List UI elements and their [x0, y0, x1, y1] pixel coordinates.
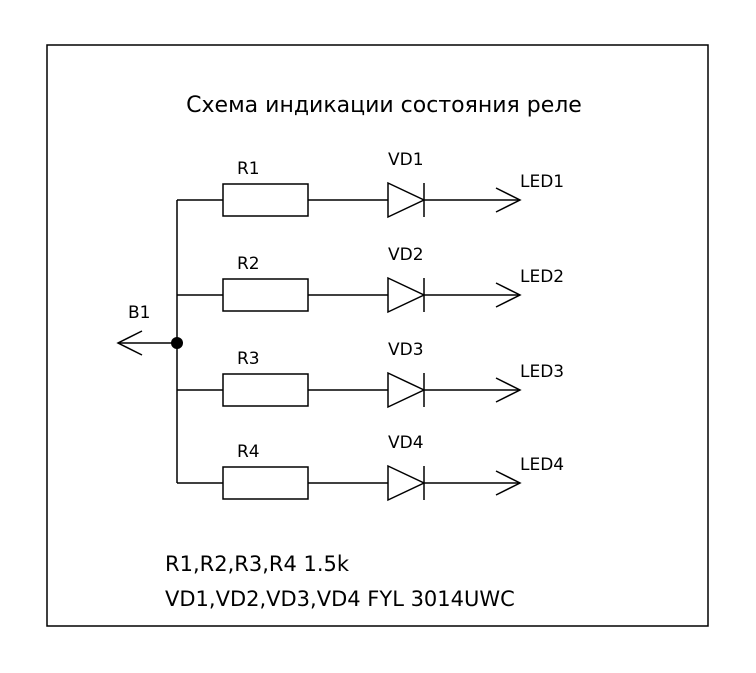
- resistor-symbol: [222, 278, 309, 312]
- resistor-label: R2: [237, 254, 260, 274]
- resistor-symbol: [222, 373, 309, 407]
- resistor-value-note: R1,R2,R3,R4 1.5k: [165, 552, 350, 576]
- diode-type-note: VD1,VD2,VD3,VD4 FYL 3014UWC: [165, 587, 515, 611]
- output-label: LED3: [520, 362, 564, 382]
- input-arrow-icon: [116, 330, 143, 356]
- diode-label: VD4: [388, 433, 424, 453]
- resistor-label: R4: [237, 442, 260, 462]
- input-label: B1: [128, 303, 150, 323]
- input-port-b1: B1: [116, 303, 177, 356]
- diode-label: VD1: [388, 150, 424, 170]
- resistor-symbol: [222, 183, 309, 217]
- diode-symbol: [387, 276, 426, 314]
- diode-symbol: [387, 371, 426, 409]
- output-label: LED4: [520, 455, 564, 475]
- output-arrow-icon: [495, 282, 522, 308]
- output-arrow-icon: [495, 187, 522, 213]
- resistor-symbol: [222, 466, 309, 500]
- diagram-title: Схема индикации состояния реле: [186, 93, 582, 118]
- output-arrow-icon: [495, 470, 522, 496]
- output-label: LED1: [520, 172, 564, 192]
- output-arrow-icon: [495, 377, 522, 403]
- diode-symbol: [387, 181, 426, 219]
- junction-dot: [171, 337, 183, 349]
- diode-label: VD2: [388, 245, 424, 265]
- resistor-label: R1: [237, 159, 260, 179]
- resistor-label: R3: [237, 349, 260, 369]
- diagram-frame: [46, 44, 709, 627]
- diode-label: VD3: [388, 340, 424, 360]
- output-label: LED2: [520, 267, 564, 287]
- diode-symbol: [387, 464, 426, 502]
